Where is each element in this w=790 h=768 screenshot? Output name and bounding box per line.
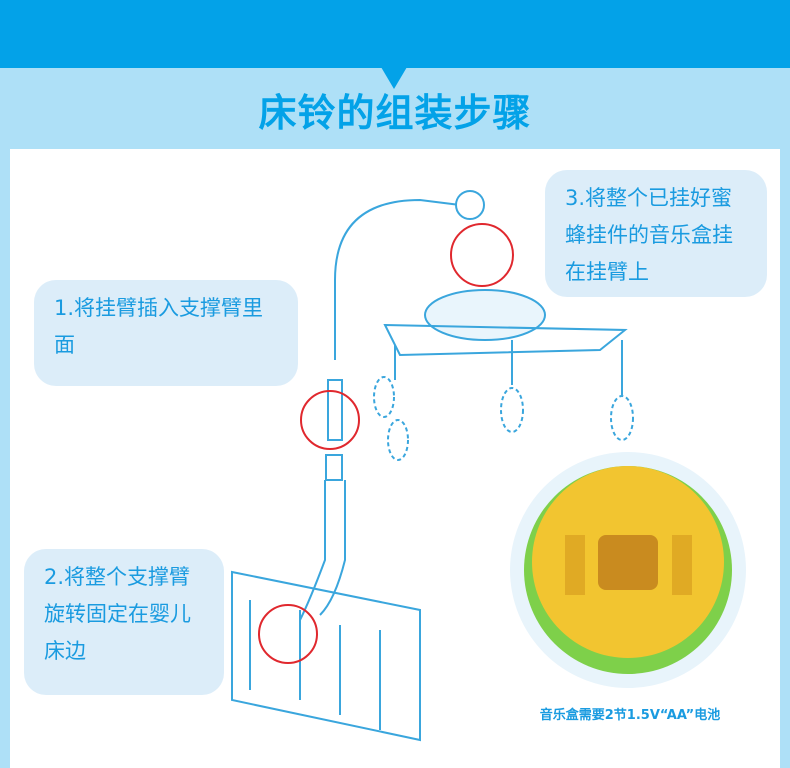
arm-joint — [327, 379, 343, 441]
crib-edge — [231, 570, 421, 742]
step-2-bubble: 2.将整个支撑臂旋转固定在婴儿床边 — [24, 549, 224, 695]
support-arm — [299, 480, 346, 621]
flower-top — [455, 190, 485, 220]
page-title: 床铃的组装步骤 — [258, 91, 532, 135]
step-1-bubble: 1.将挂臂插入支撑臂里面 — [34, 280, 298, 386]
hanging-arm — [334, 198, 461, 360]
highlight-clamp — [258, 604, 318, 664]
step-3-bubble: 3.将整个已挂好蜜蜂挂件的音乐盒挂在挂臂上 — [545, 170, 767, 297]
highlight-joint — [300, 390, 360, 450]
battery-caption: 音乐盒需要2节1.5V“AA”电池 — [539, 708, 721, 723]
music-box — [424, 289, 546, 341]
battery-photo — [510, 452, 746, 688]
highlight-hook — [450, 223, 514, 287]
banner-pointer — [381, 67, 407, 89]
top-banner — [0, 0, 790, 68]
